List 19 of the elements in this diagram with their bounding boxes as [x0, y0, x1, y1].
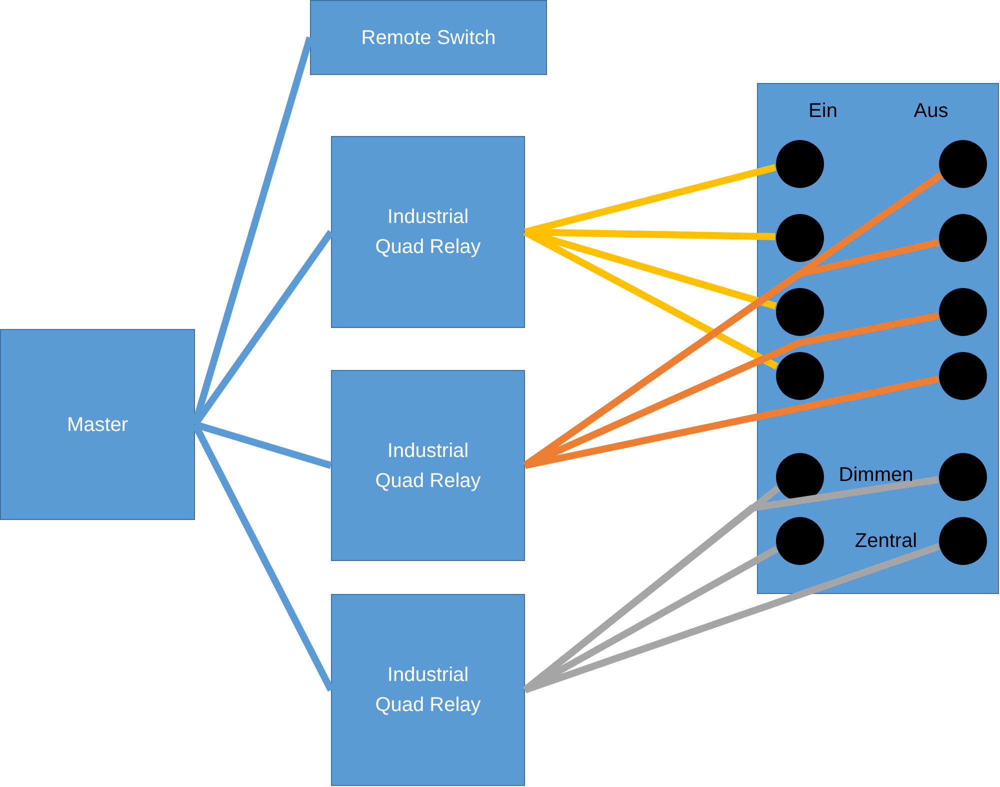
terminal-label: Dimmen: [838, 463, 914, 488]
terminal-label: Ein: [808, 99, 838, 124]
device-label: Industrial Quad Relay: [374, 205, 482, 260]
wire: [192, 422, 334, 692]
device-label: Industrial Quad Relay: [374, 663, 482, 718]
device-box: [0, 329, 195, 520]
device-box: [331, 136, 525, 328]
device-box: [331, 594, 525, 786]
terminal-label: Aus: [914, 99, 948, 124]
device-box: [331, 370, 525, 561]
device-box: [310, 0, 547, 75]
device-label: Master: [66, 412, 128, 438]
device-label: Remote Switch: [361, 26, 496, 50]
wire: [192, 36, 314, 426]
wire: [524, 376, 940, 469]
terminal-label: Zentral: [854, 529, 918, 554]
wire: [524, 543, 940, 694]
device-label: Industrial Quad Relay: [374, 438, 482, 494]
terminal-panel: [757, 83, 999, 594]
